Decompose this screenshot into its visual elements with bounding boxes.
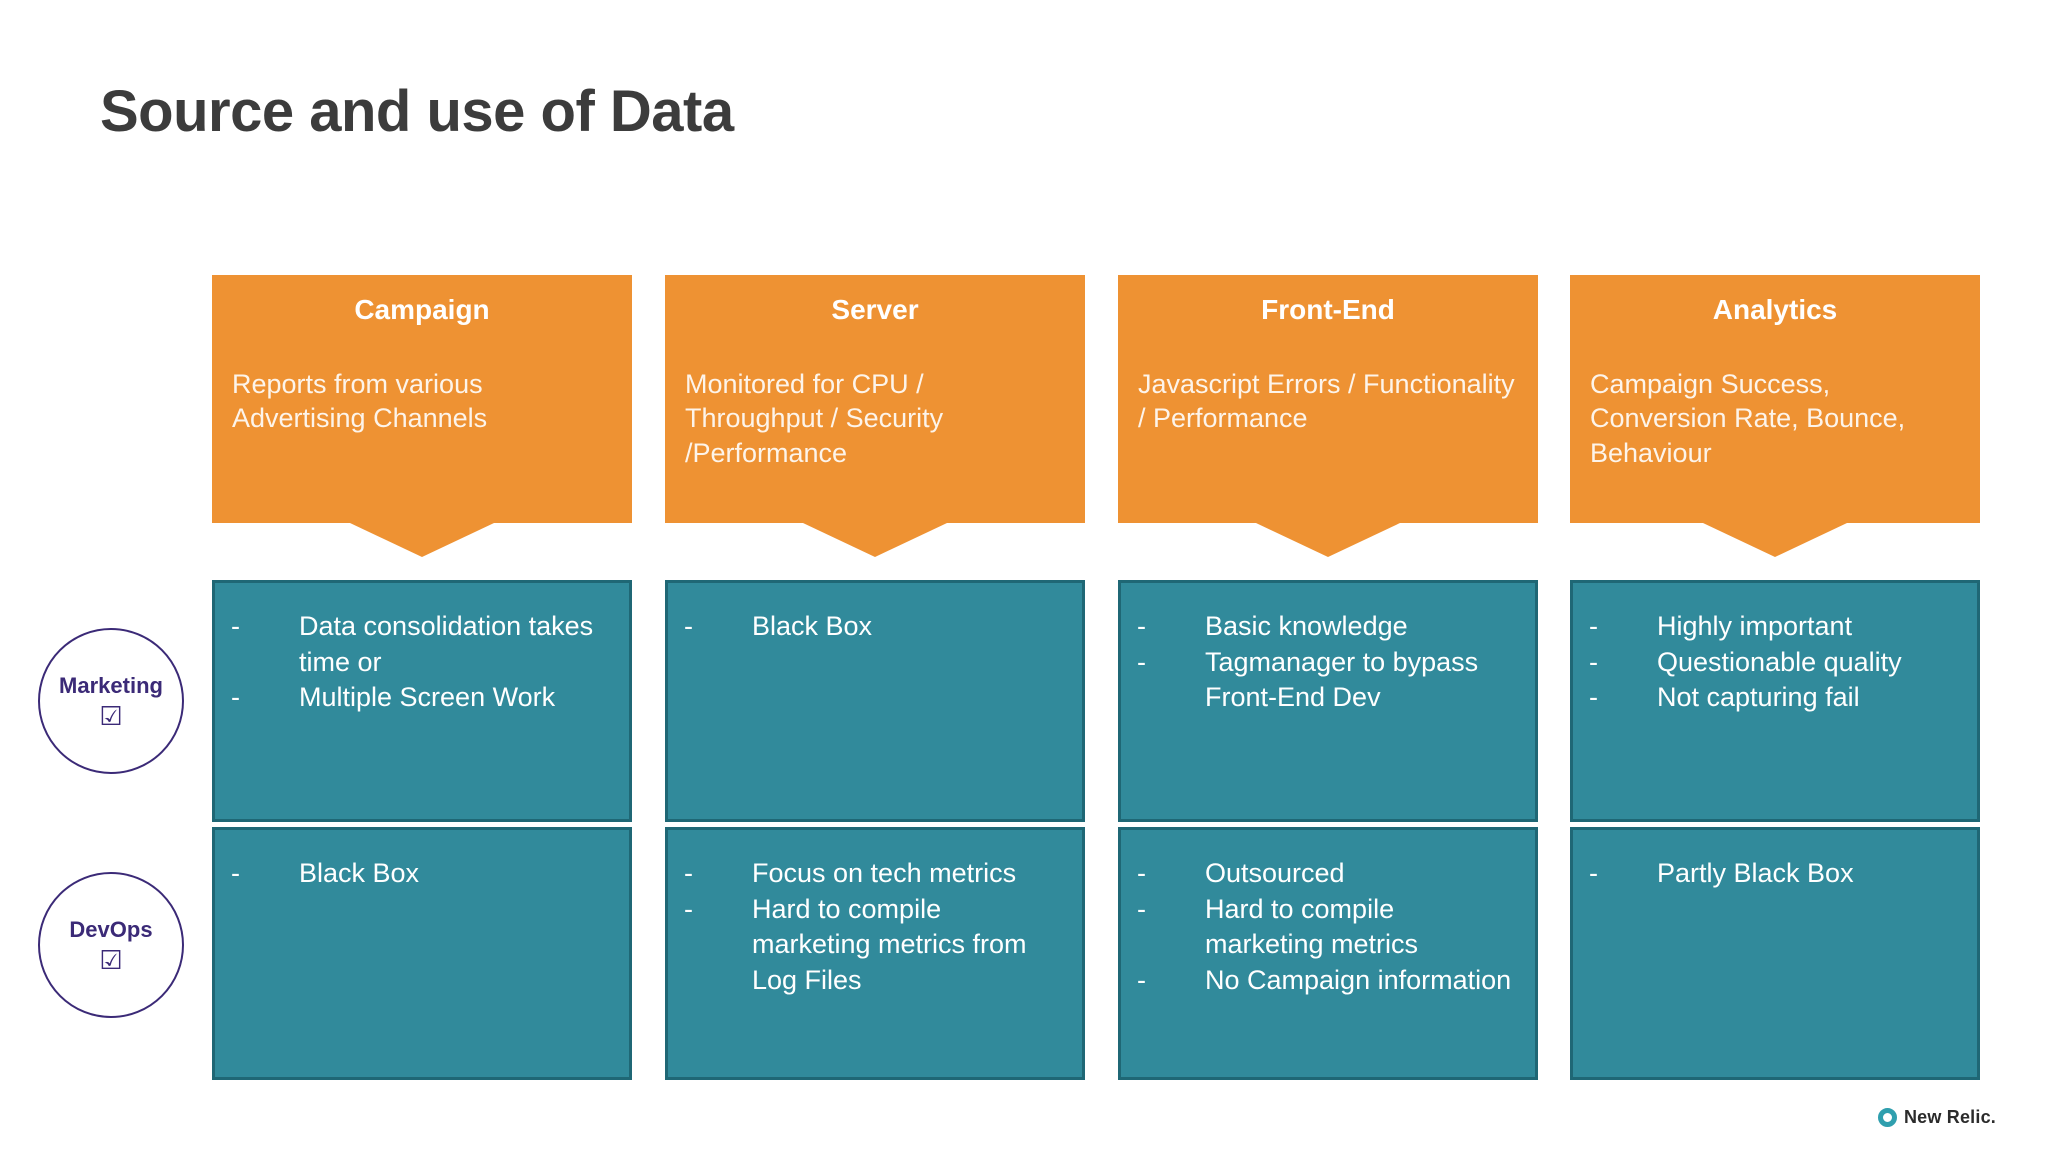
logo-wordmark: New Relic. [1903, 1107, 1996, 1127]
bullet-dash: - [1137, 858, 1146, 888]
bullet-dash: - [1137, 611, 1146, 641]
source-column-front-end: Front-End Javascript Errors / Functional… [1118, 275, 1538, 557]
bullet-dash: - [1137, 964, 1146, 995]
list-item: - Tagmanager to bypass Front-End Dev [1137, 645, 1519, 716]
list-item: - Black Box [231, 856, 613, 892]
list-item-text: Highly important [1657, 611, 1853, 641]
list-item: - Outsourced [1137, 856, 1519, 892]
source-card-title: Campaign [354, 294, 490, 325]
list-item-text: Questionable quality [1657, 646, 1902, 677]
bullet-dash: - [1589, 682, 1598, 713]
bullet-list: - Partly Black Box [1589, 856, 1961, 892]
bullet-dash: - [231, 682, 240, 713]
chevron-down-icon [350, 523, 494, 557]
list-item: - Not capturing fail [1589, 680, 1961, 716]
role-badge-marketing: Marketing ☑ [38, 628, 184, 774]
matrix-cell: - Black Box [212, 827, 632, 1080]
list-item-text: Focus on tech metrics [752, 858, 1017, 888]
list-item-text: Hard to compile marketing metrics [1205, 893, 1419, 960]
matrix-cell: - Black Box [665, 580, 1085, 822]
list-item: - Multiple Screen Work [231, 680, 613, 716]
chevron-down-icon [1256, 523, 1400, 557]
bullet-dash: - [231, 611, 240, 641]
checkbox-checked-icon: ☑ [99, 945, 123, 975]
source-column-server: Server Monitored for CPU / Throughput / … [665, 275, 1085, 557]
source-card: Front-End Javascript Errors / Functional… [1118, 275, 1538, 557]
checkbox-checked-icon: ☑ [99, 701, 123, 731]
list-item-text: Outsourced [1205, 858, 1345, 888]
bullet-dash: - [231, 858, 240, 888]
chevron-down-icon [803, 523, 947, 557]
list-item: - Basic knowledge [1137, 609, 1519, 645]
list-item: - Partly Black Box [1589, 856, 1961, 892]
source-card: Campaign Reports from various Advertisin… [212, 275, 632, 557]
source-column-campaign: Campaign Reports from various Advertisin… [212, 275, 632, 557]
page-title: Source and use of Data [100, 79, 734, 144]
list-item: - Hard to compile marketing metrics from … [684, 892, 1066, 999]
matrix-cell: - Highly important - Questionable quality - N… [1570, 580, 1980, 822]
role-label: Marketing [59, 673, 163, 698]
matrix-cell: - Partly Black Box [1570, 827, 1980, 1080]
list-item: - Questionable quality [1589, 645, 1961, 681]
source-card: Analytics Campaign Success, Conversion R… [1570, 275, 1980, 557]
source-card-description: Monitored for CPU / Throughput / Securit… [685, 368, 944, 468]
list-item-text: Not capturing fail [1657, 682, 1860, 713]
bullet-dash: - [684, 893, 693, 924]
source-column-analytics: Analytics Campaign Success, Conversion R… [1570, 275, 1980, 557]
bullet-list: - Outsourced - Hard to compile marketing me… [1137, 856, 1519, 999]
role-badge-devops: DevOps ☑ [38, 872, 184, 1018]
bullet-dash: - [1589, 646, 1598, 677]
source-card: Server Monitored for CPU / Throughput / … [665, 275, 1085, 557]
new-relic-logo: New Relic. [1877, 1107, 1996, 1128]
bullet-list: - Black Box [684, 609, 1066, 645]
bullet-dash: - [1589, 611, 1598, 641]
matrix-cell: - Focus on tech metrics - Hard to compile m… [665, 827, 1085, 1080]
bullet-list: - Black Box [231, 856, 613, 892]
ring-icon [1877, 1108, 1897, 1127]
matrix-cell: - Outsourced - Hard to compile marketing me… [1118, 827, 1538, 1080]
matrix-cell: - Basic knowledge - Tagmanager to bypass Fr… [1118, 580, 1538, 822]
bullet-dash: - [1589, 858, 1598, 888]
list-item-text: Black Box [299, 858, 420, 888]
list-item-text: Partly Black Box [1657, 858, 1854, 888]
source-card-title: Analytics [1712, 294, 1838, 325]
bullet-dash: - [1137, 646, 1146, 677]
bullet-dash: - [684, 611, 693, 641]
list-item-text: Black Box [752, 611, 873, 641]
list-item-text: Basic knowledge [1205, 611, 1408, 641]
bullet-list: - Highly important - Questionable quality - N… [1589, 609, 1961, 716]
list-item: - Focus on tech metrics [684, 856, 1066, 892]
list-item: - No Campaign information [1137, 963, 1519, 999]
list-item-text: Tagmanager to bypass Front-End Dev [1205, 646, 1479, 713]
source-card-title: Front-End [1261, 294, 1395, 325]
list-item: - Black Box [684, 609, 1066, 645]
role-label: DevOps [69, 917, 153, 942]
source-card-description: Campaign Success, Conversion Rate, Bounc… [1590, 368, 1906, 468]
bullet-dash: - [684, 858, 693, 888]
bullet-list: - Focus on tech metrics - Hard to compile m… [684, 856, 1066, 999]
list-item-text: Multiple Screen Work [299, 682, 556, 713]
bullet-dash: - [1137, 893, 1146, 924]
source-card-description: Reports from various Advertising Channel… [232, 368, 488, 434]
list-item-text: Hard to compile marketing metrics from L… [752, 893, 1027, 995]
source-card-description: Javascript Errors / Functionality / Perf… [1138, 368, 1515, 434]
source-card-title: Server [831, 294, 919, 325]
bullet-list: - Data consolidation takes time or - Multip… [231, 609, 613, 716]
chevron-down-icon [1703, 523, 1847, 557]
list-item: - Data consolidation takes time or [231, 609, 613, 680]
list-item: - Hard to compile marketing metrics [1137, 892, 1519, 963]
list-item: - Highly important [1589, 609, 1961, 645]
bullet-list: - Basic knowledge - Tagmanager to bypass Fr… [1137, 609, 1519, 716]
list-item-text: Data consolidation takes time or [299, 611, 594, 677]
matrix-cell: - Data consolidation takes time or - Multip… [212, 580, 632, 822]
list-item-text: No Campaign information [1205, 964, 1512, 995]
